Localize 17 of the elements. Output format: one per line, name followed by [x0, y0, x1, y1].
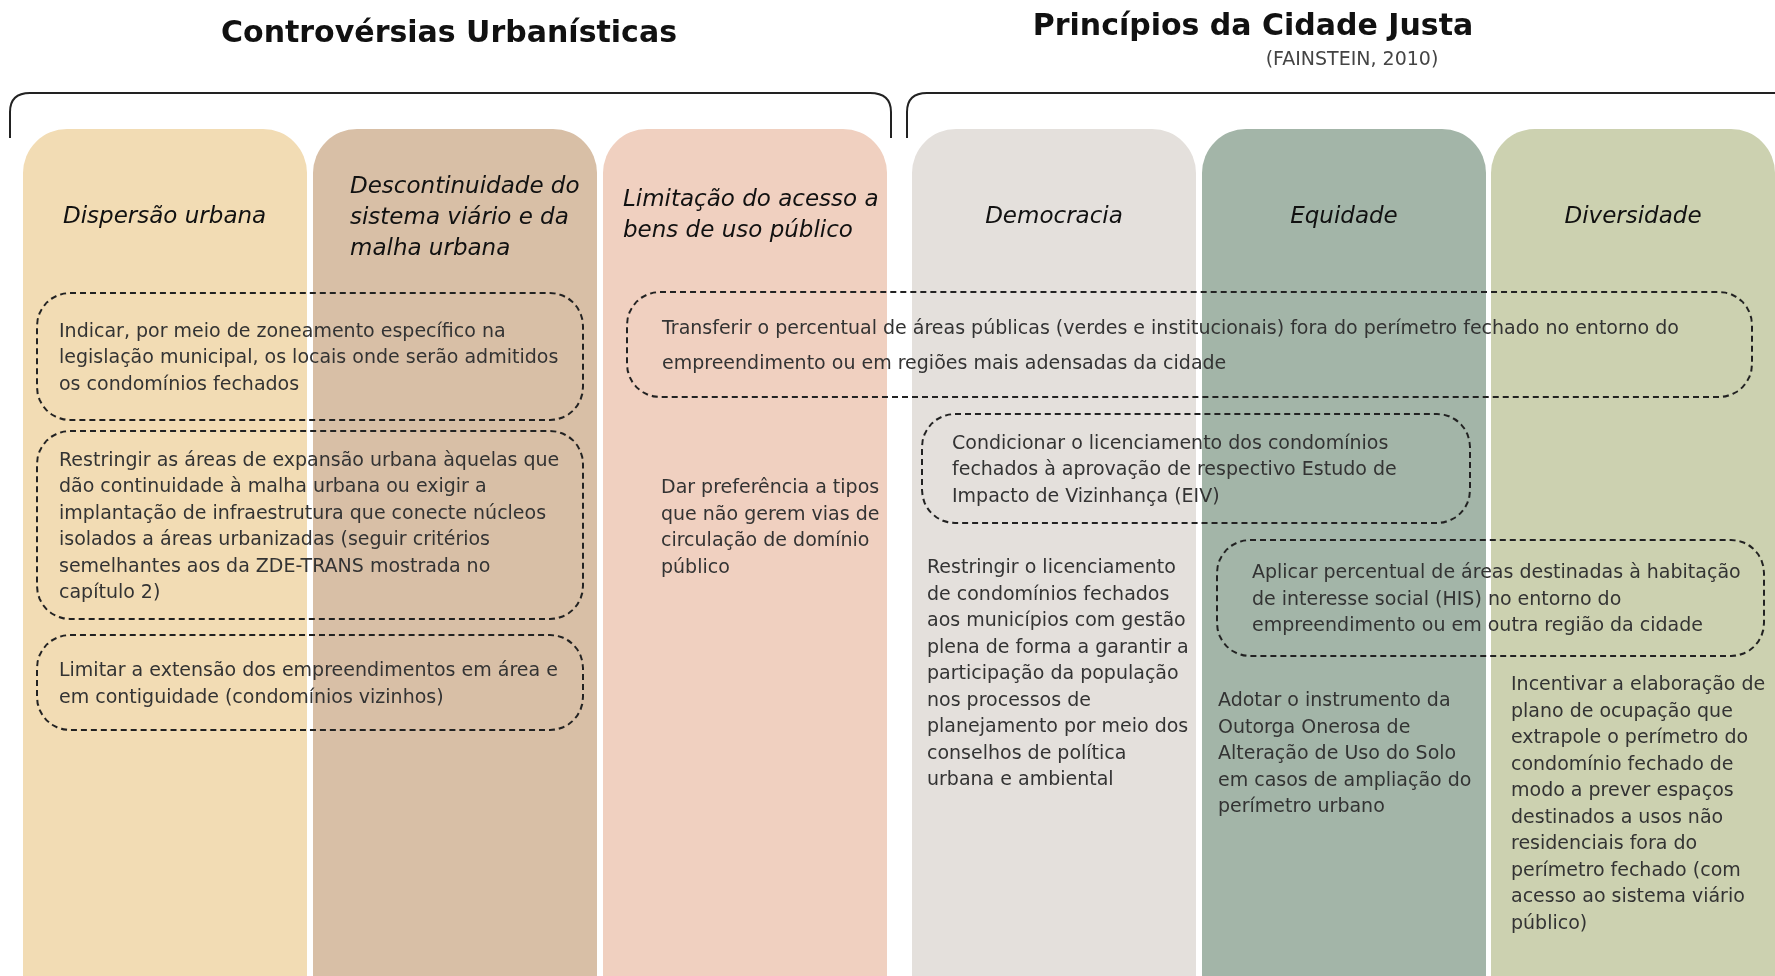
column-text: Incentivar a elaboração de plano de ocupação que extrapole o perímetro do condomínio fechado de modo a prever espaços destinados a usos não residenciais fora do perímetro fechado (com acesso ao sistema viário público) — [1511, 671, 1767, 935]
column-heading: Diversidade — [1563, 201, 1703, 230]
column-heading: Equidade — [1289, 201, 1399, 230]
recommendation-box: Restringir as áreas de expansão urbana àquelas que dão continuidade à malha urbana ou exigir a implantação de infraestrutura que conecte núcleos isolados a áreas urbanizadas (seguir critérios semelhantes aos da ZDE-TRANS mostrada no capítulo 2) — [36, 430, 584, 620]
recommendation-box: Aplicar percentual de áreas destinadas à habitação de interesse social (HIS) no entorno do empreendimento ou em outra região da cidade — [1216, 539, 1765, 657]
recommendation-box: Limitar a extensão dos empreendimentos em área e em contiguidade (condomínios vizinhos) — [36, 634, 584, 731]
section-title: Princípios da Cidade Justa — [1032, 7, 1474, 42]
column-heading: Democracia — [984, 201, 1124, 230]
column-text: Adotar o instrumento da Outorga Onerosa de Alteração de Uso do Solo em casos de ampliação do perímetro urbano — [1218, 687, 1473, 818]
column-heading: Dispersão urbana — [63, 201, 268, 230]
recommendation-box: Indicar, por meio de zoneamento específico na legislação municipal, os locais onde serão admitidos os condomínios fechados — [36, 292, 584, 421]
section-title: Controvérsias Urbanísticas — [221, 14, 677, 49]
source-citation: (FAINSTEIN, 2010) — [1265, 47, 1439, 69]
column-text: Dar preferência a tipos que não gerem vias de circulação de domínio público — [661, 474, 881, 579]
column-text: Restringir o licenciamento de condomínios fechados aos municípios com gestão plena de forma a garantir a participação da população nos processos de planejamento por meio dos conselhos de política urbana e ambiental — [927, 554, 1190, 791]
column-heading: Descontinuidade do sistema viário e da malha urbana — [350, 171, 581, 262]
column-heading: Limitação do acesso a bens de uso público — [623, 184, 880, 244]
